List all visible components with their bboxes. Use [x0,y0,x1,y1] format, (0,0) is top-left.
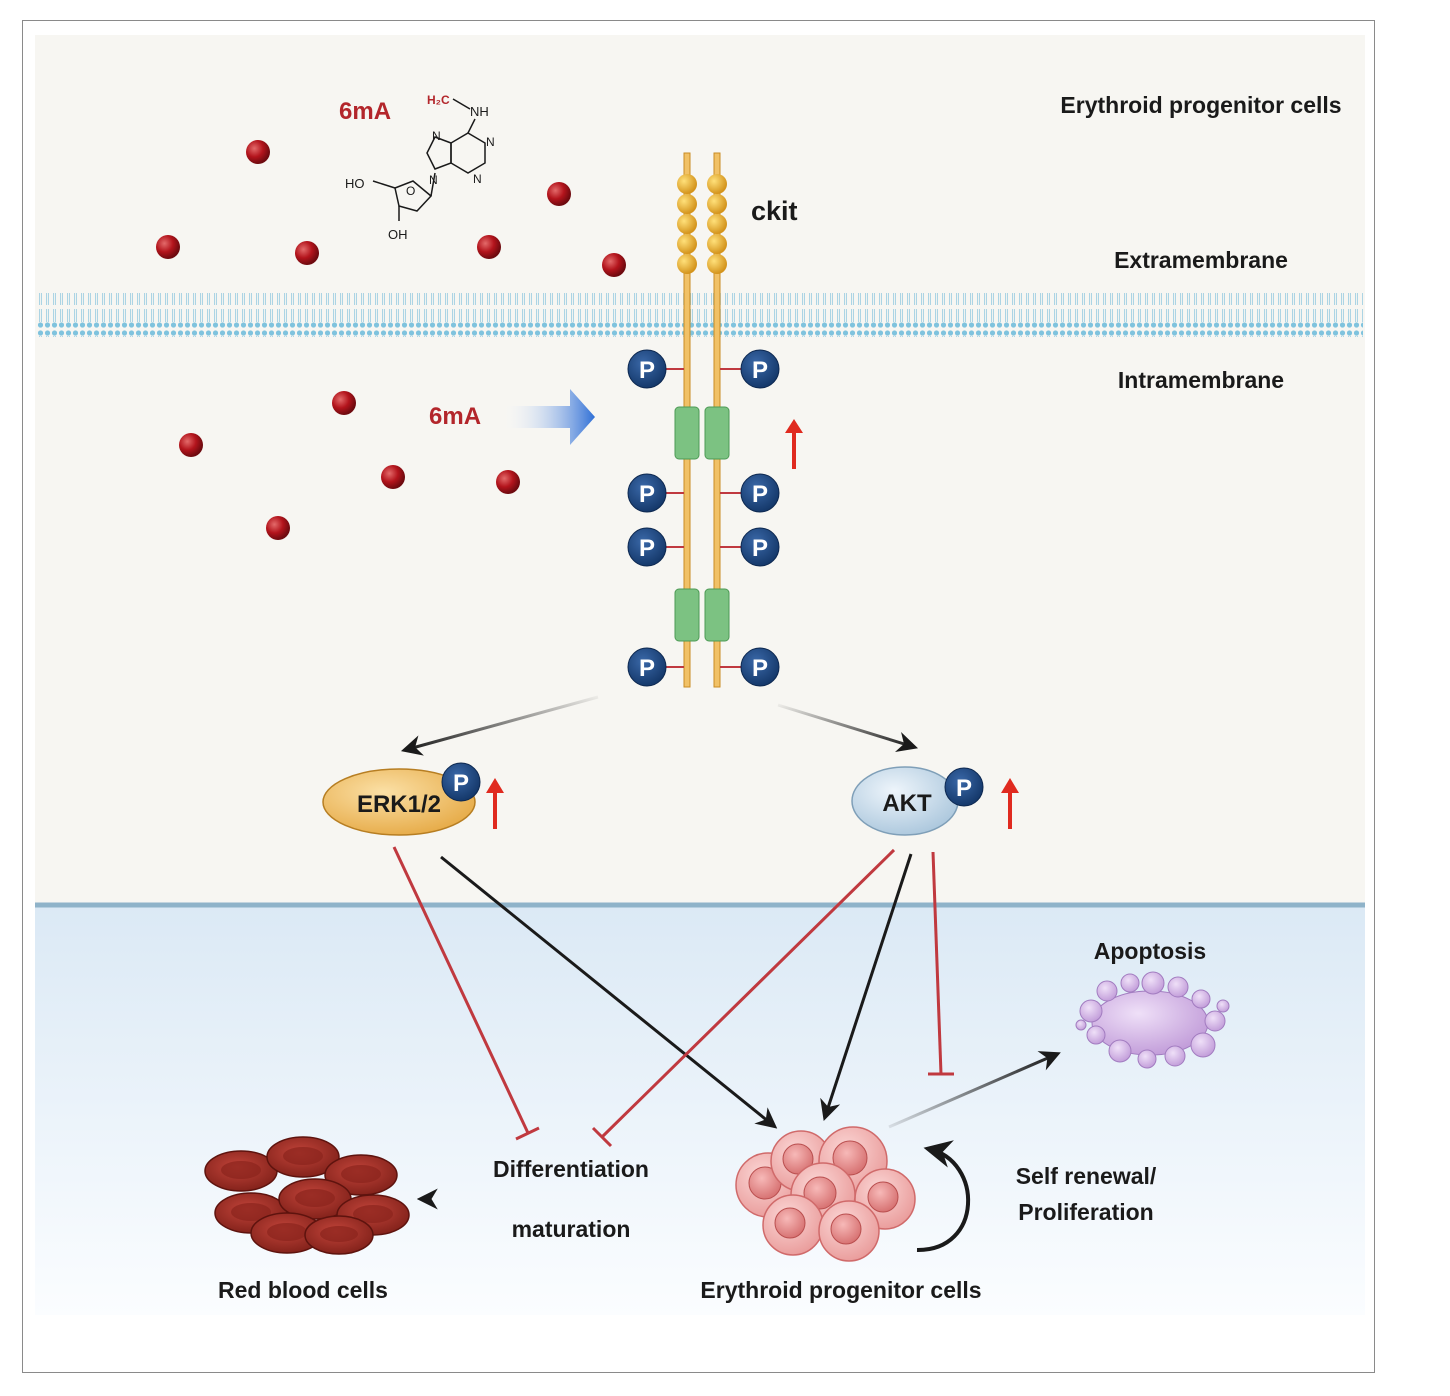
phosphate-letter: P [453,770,469,797]
progenitor-cell-icon [818,1200,880,1262]
progenitor-cell-icon [762,1194,824,1256]
6ma-sphere-icon [156,235,180,259]
methyl-group-text: H₂C [427,93,450,107]
red-blood-cell-cluster [204,1136,410,1255]
receptor-label: ckit [751,196,798,226]
phosphate-letter: P [639,481,655,508]
6ma-sphere-icon [295,241,319,265]
6ma-sphere-icon [266,516,290,540]
red-blood-cell-icon [204,1150,278,1192]
phosphate-letter: P [752,535,768,562]
akt-protein: AKT P [851,766,984,836]
phosphate-letter: P [752,357,768,384]
ring-oxygen-text: O [406,184,415,198]
hydroxyl-1-text: HO [345,176,365,191]
kinase-domains [674,406,730,642]
6ma-sphere-icon [179,433,203,457]
6ma-sphere-icon [332,391,356,415]
cell-outcome-region [35,905,1365,1315]
erk-to-progenitor-arrow [440,855,778,1129]
receptor-to-akt-arrow [777,703,919,753]
progenitor-to-apoptosis-arrow [888,1051,1061,1129]
maturation-label: maturation [512,1216,631,1242]
6ma-sphere-icon [477,235,501,259]
phosphate-letter: P [639,535,655,562]
figure-frame: Erythroid progenitor cells 6mA H₂C NH N … [22,20,1375,1373]
red-blood-cell-icon [278,1178,352,1220]
receptor-to-erk-arrow [400,695,599,756]
phosphate-letter: P [639,655,655,682]
hydroxyl-2-text: OH [388,227,408,242]
phosphate-icon: P [720,647,780,687]
akt-inhibits-apoptosis [928,851,954,1076]
molecule-title: 6mA [339,98,391,125]
red-blood-cell-icon [304,1215,374,1255]
progenitor-cell-cluster [735,1126,916,1262]
akt-to-progenitor-arrow [820,853,913,1121]
phosphate-letter: P [752,655,768,682]
6ma-entry-arrow [501,389,595,445]
6ma-sphere-icon [246,140,270,164]
amine-text: NH [470,104,489,119]
6ma-chemical-structure: 6mA H₂C NH N N N N O HO OH [339,93,495,242]
extracellular-region [35,35,1365,905]
6ma-sphere-icon [602,253,626,277]
erk-inhibits-differentiation [392,846,540,1141]
progenitor-cells-label: Erythroid progenitor cells [700,1277,981,1303]
6ma-sphere-icon [547,182,571,206]
phosphate-icon: P [627,527,684,567]
phosphate-letter: P [639,357,655,384]
receptor-upregulation-arrow [785,419,803,469]
proliferation-label: Proliferation [1018,1199,1153,1225]
akt-upregulation-arrow [1001,778,1019,829]
intramembrane-label: Intramembrane [1118,367,1284,393]
erk-label: ERK1/2 [357,791,441,818]
red-blood-cell-icon [324,1154,398,1196]
self-renewal-label: Self renewal/ [1016,1163,1157,1189]
6ma-sphere-icon [496,470,520,494]
red-blood-cell-icon [250,1212,324,1254]
6ma-spheres-outside [156,140,626,277]
signaling-diagram: Erythroid progenitor cells 6mA H₂C NH N … [35,35,1365,1315]
phosphorylation-sites: P P P P P P P [627,349,780,687]
apoptosis-label: Apoptosis [1094,938,1206,964]
akt-label: AKT [882,790,932,817]
cell-membrane [37,293,1363,337]
6ma-inner-label: 6mA [429,403,481,430]
phosphate-icon: P [720,349,780,389]
phosphate-icon [944,767,984,807]
akt-inhibits-differentiation [591,848,896,1148]
phosphate-icon: P [720,527,780,567]
erk-upregulation-arrow [486,778,504,829]
phosphate-icon: P [627,647,684,687]
phosphate-icon: P [627,349,684,389]
phosphate-icon: P [720,473,780,513]
red-blood-cell-icon [266,1136,340,1178]
differentiation-label: Differentiation [493,1156,649,1182]
6ma-spheres-inside [179,391,520,540]
phosphate-letter: P [956,775,972,802]
self-renewal-loop-arrow [916,1140,971,1253]
apoptotic-body-icon [1075,971,1230,1069]
phosphate-icon [441,762,481,802]
erk-protein: ERK1/2 P [322,762,481,836]
header-cells-label: Erythroid progenitor cells [1060,92,1341,118]
receptor-dimer-icon [674,152,730,688]
6ma-sphere-icon [381,465,405,489]
extramembrane-label: Extramembrane [1114,247,1288,273]
nitrogen-label-2: N [486,135,495,149]
red-blood-cells-label: Red blood cells [218,1277,388,1303]
nitrogen-label-3: N [473,172,482,186]
phosphate-icon: P [627,473,684,513]
nitrogen-label: N [432,129,441,143]
phosphate-letter: P [752,481,768,508]
extracellular-domain-beads [677,174,727,274]
